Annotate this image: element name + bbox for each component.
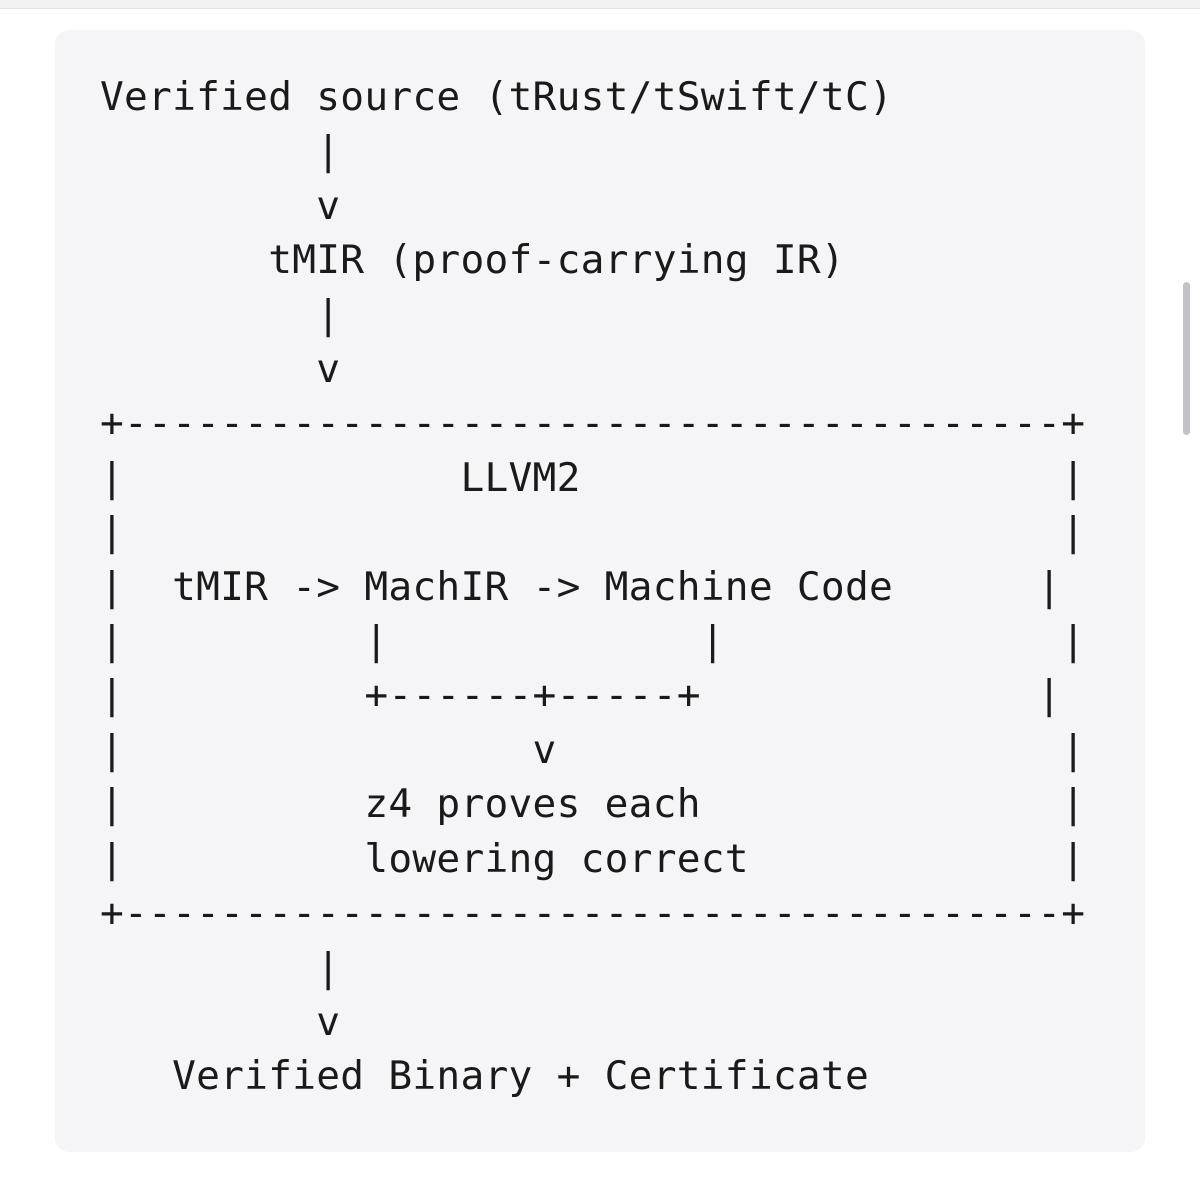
top-strip: [0, 0, 1200, 9]
code-block[interactable]: [55, 30, 1145, 1152]
diagram-line: |: [100, 291, 341, 338]
diagram-line: | LLVM2 |: [100, 454, 1086, 501]
diagram-line: tMIR (proof-carrying IR): [100, 237, 845, 284]
diagram-line: +---------------------------------------…: [100, 400, 1086, 447]
diagram-line: | tMIR -> MachIR -> Machine Code |: [100, 563, 1062, 610]
diagram-line: | v |: [100, 726, 1086, 773]
diagram-line: v: [100, 346, 341, 393]
diagram-line: v: [100, 182, 341, 229]
ascii-diagram: Verified source (tRust/tSwift/tC) | v tM…: [100, 70, 1085, 1104]
diagram-line: | +------+-----+ |: [100, 672, 1062, 719]
diagram-line: Verified Binary + Certificate: [100, 1053, 869, 1100]
diagram-line: Verified source (tRust/tSwift/tC): [100, 74, 894, 120]
diagram-line: v: [100, 998, 341, 1045]
diagram-line: | | | |: [100, 618, 1086, 665]
diagram-line: |: [100, 128, 341, 175]
diagram-line: +---------------------------------------…: [100, 890, 1086, 937]
diagram-line: | lowering correct |: [100, 835, 1086, 882]
diagram-line: |: [100, 944, 341, 991]
diagram-line: | |: [100, 509, 1086, 556]
vertical-scrollbar[interactable]: [1183, 282, 1190, 435]
diagram-line: | z4 proves each |: [100, 781, 1086, 828]
